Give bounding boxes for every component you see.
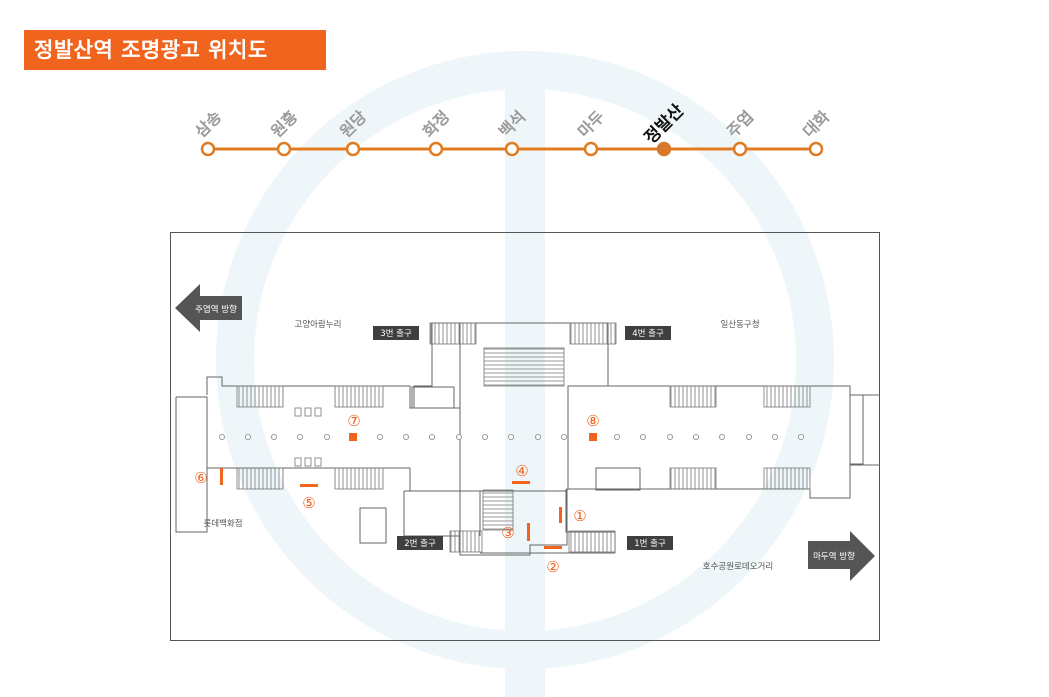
ad-number-1: ① xyxy=(573,507,586,525)
gate-markers xyxy=(294,407,322,467)
pillar xyxy=(534,433,541,440)
station-name: 주엽 xyxy=(723,107,757,141)
stairs-right-upper-1 xyxy=(669,385,717,408)
page-title: 정발산역 조명광고 위치도 xyxy=(24,30,326,70)
pillar xyxy=(271,433,278,440)
pillar xyxy=(323,433,330,440)
pillar xyxy=(613,433,620,440)
stairs-left-lower-2 xyxy=(334,467,384,490)
pillar xyxy=(772,433,779,440)
stairs-right-lower-1 xyxy=(669,467,717,490)
pillar xyxy=(481,433,488,440)
station-name: 원흥 xyxy=(267,107,301,141)
stairs-right-lower-2 xyxy=(763,467,811,490)
station-floor-map: 주엽역 방향 마두역 방향 3번 출구 4번 출구 2번 출구 1번 출구 고양… xyxy=(175,284,880,581)
svg-text:2번 출구: 2번 출구 xyxy=(404,538,436,549)
ad-number-3: ③ xyxy=(501,524,514,542)
pillar xyxy=(428,433,435,440)
ad-number-8: ⑧ xyxy=(586,412,599,430)
ad-number-5: ⑤ xyxy=(302,494,315,512)
ad-mark-2 xyxy=(544,546,562,549)
station-name: 대화 xyxy=(799,107,833,141)
station-marker xyxy=(428,141,444,157)
pillar xyxy=(245,433,252,440)
station-marker xyxy=(276,141,292,157)
pillar xyxy=(693,433,700,440)
pillar-row xyxy=(219,433,805,440)
station-name: 화정 xyxy=(419,107,453,141)
exit-3-label: 3번 출구 xyxy=(373,326,419,340)
pillar xyxy=(719,433,726,440)
ad-mark-4 xyxy=(512,481,530,484)
stairs-central-bottom xyxy=(482,489,514,531)
pillar xyxy=(666,433,673,440)
svg-text:4번 출구: 4번 출구 xyxy=(632,328,664,339)
station-marker xyxy=(732,141,748,157)
pillar xyxy=(219,433,226,440)
exit-2-label: 2번 출구 xyxy=(397,536,443,550)
pillar xyxy=(639,433,646,440)
ad-position-markers xyxy=(220,433,597,549)
ad-number-7: ⑦ xyxy=(347,412,360,430)
ad-mark-1 xyxy=(559,507,562,523)
direction-right-label: 마두역 방향 xyxy=(813,551,855,562)
stairs-exit2 xyxy=(449,530,483,553)
station-marker xyxy=(808,141,824,157)
stairs-left-upper-2 xyxy=(334,385,384,408)
svg-text:3번 출구: 3번 출구 xyxy=(380,328,412,339)
station-name: 백석 xyxy=(495,107,529,141)
landmark-lake-park-rodeo-street: 호수공원로데오거리 xyxy=(703,562,773,572)
arrow-left-direction: 주엽역 방향 xyxy=(175,284,242,332)
exit-4-label: 4번 출구 xyxy=(625,326,671,340)
pillar xyxy=(297,433,304,440)
stairs-exit4 xyxy=(569,322,617,345)
stairs-left-upper-1 xyxy=(236,385,284,408)
station-marker xyxy=(504,141,520,157)
direction-left-label: 주엽역 방향 xyxy=(195,304,237,315)
pillar xyxy=(376,433,383,440)
ad-position-numbers: ① ② ③ ④ ⑤ ⑥ ⑦ ⑧ xyxy=(194,412,599,576)
stairs-exit3 xyxy=(429,322,477,345)
landmark-aram-nuri: 고양아람누리 xyxy=(295,319,342,330)
station-name: 마두 xyxy=(574,107,608,141)
arrow-right-direction: 마두역 방향 xyxy=(808,531,875,581)
stairs-central-top xyxy=(483,347,565,387)
ad-number-4: ④ xyxy=(515,462,528,480)
exit-1-label: 1번 출구 xyxy=(627,536,673,550)
ad-number-6: ⑥ xyxy=(194,469,207,487)
ad-mark-6 xyxy=(220,468,223,485)
svg-text:1번 출구: 1번 출구 xyxy=(634,538,666,549)
landmark-lotte-department-store: 롯데백화점 xyxy=(203,518,242,529)
stairs-exit1 xyxy=(568,530,616,553)
subway-line-diagram: 삼송 원흥 원당 화정 백석 마두 정발산 주엽 대화 xyxy=(191,101,833,157)
ad-mark-7 xyxy=(349,433,357,441)
stairs-left-lower-1 xyxy=(236,467,284,490)
station-name: 원당 xyxy=(336,107,370,141)
ad-mark-8 xyxy=(589,433,597,441)
stairs-right-upper-2 xyxy=(763,385,811,408)
pillar xyxy=(455,433,462,440)
ad-mark-5 xyxy=(300,484,318,487)
station-name: 정발산 xyxy=(641,101,689,149)
pillar xyxy=(402,433,409,440)
pillar xyxy=(560,433,567,440)
station-name: 삼송 xyxy=(191,107,225,141)
pillar xyxy=(507,433,514,440)
station-marker xyxy=(583,141,599,157)
landmark-ilsan-donggu-office: 일산동구청 xyxy=(720,319,759,330)
ad-mark-3 xyxy=(527,523,530,541)
pillar xyxy=(746,433,753,440)
ad-number-2: ② xyxy=(546,558,559,576)
station-map-frame xyxy=(170,232,880,641)
pillar xyxy=(798,433,805,440)
station-marker xyxy=(345,141,361,157)
station-marker xyxy=(200,141,216,157)
station-marker-current xyxy=(656,141,672,157)
station-7: 정발산 xyxy=(641,101,689,157)
